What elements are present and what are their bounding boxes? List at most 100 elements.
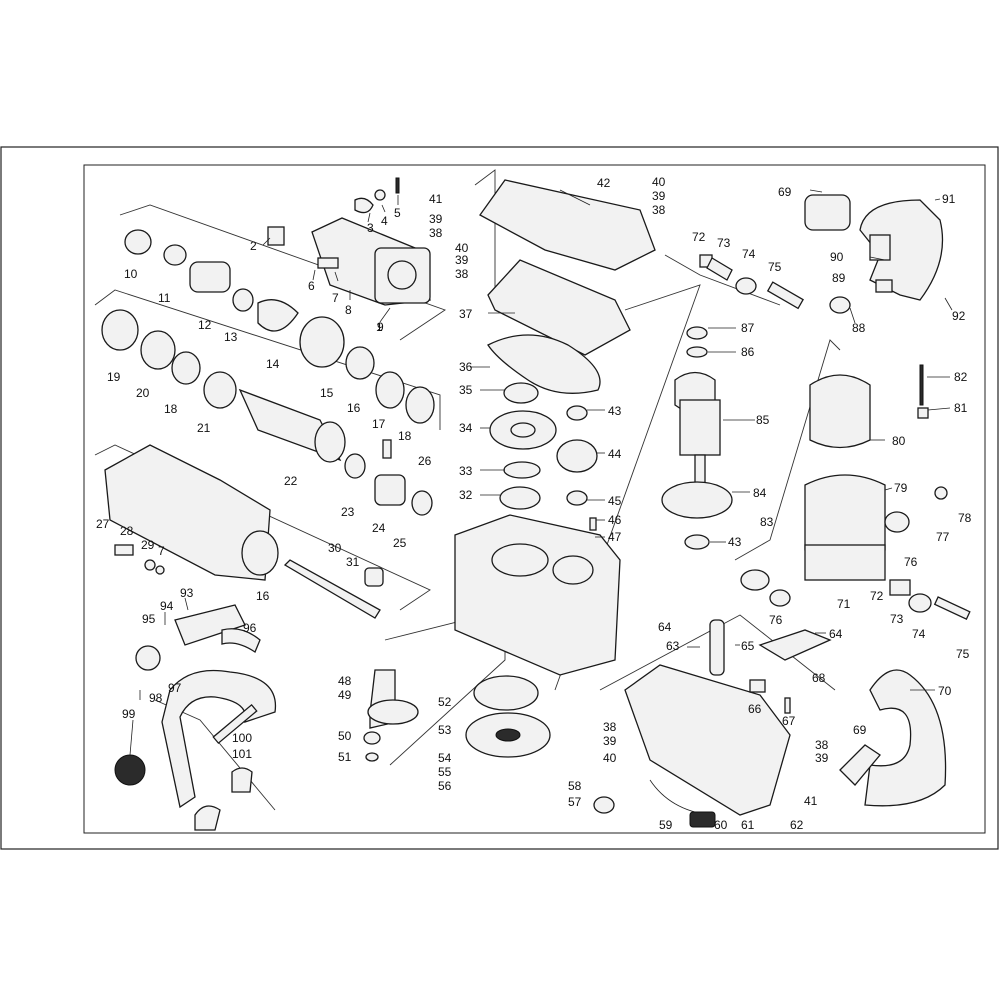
label-28: 28: [120, 524, 134, 538]
label-55: 55: [438, 765, 452, 779]
label-16b: 16: [256, 589, 270, 603]
parts: [101, 177, 971, 831]
label-69b: 69: [778, 185, 792, 199]
label-17: 17: [372, 417, 386, 431]
label-63: 63: [666, 639, 680, 653]
label-48: 48: [338, 674, 352, 688]
label-67: 67: [782, 714, 796, 728]
label-39b: 39: [455, 253, 469, 267]
label-45: 45: [608, 494, 622, 508]
label-73a: 73: [717, 236, 731, 250]
label-9: 9: [377, 320, 384, 334]
label-18: 18: [398, 429, 412, 443]
label-60: 60: [714, 818, 728, 832]
label-74b: 74: [912, 627, 926, 641]
label-71: 71: [837, 597, 851, 611]
label-24: 24: [372, 521, 386, 535]
label-99: 99: [122, 707, 136, 721]
group-outlines: [94, 169, 841, 811]
label-39e: 39: [815, 751, 829, 765]
label-75a: 75: [768, 260, 782, 274]
label-72b: 72: [870, 589, 884, 603]
label-19: 19: [107, 370, 121, 384]
label-41a: 41: [429, 192, 443, 206]
label-59: 59: [659, 818, 673, 832]
label-81: 81: [954, 401, 968, 415]
label-52: 52: [438, 695, 452, 709]
label-84: 84: [753, 486, 767, 500]
label-40a: 40: [455, 241, 469, 255]
label-94: 94: [160, 599, 174, 613]
label-100: 100: [232, 731, 252, 745]
label-68: 68: [812, 671, 826, 685]
label-20: 20: [136, 386, 150, 400]
label-69a: 69: [853, 723, 867, 737]
label-43b: 43: [728, 535, 742, 549]
label-88: 88: [852, 321, 866, 335]
label-32: 32: [459, 488, 473, 502]
label-18b: 18: [164, 402, 178, 416]
label-85: 85: [756, 413, 770, 427]
label-65: 65: [741, 639, 755, 653]
label-77: 77: [936, 530, 950, 544]
label-62: 62: [790, 818, 804, 832]
label-40b: 40: [652, 175, 666, 189]
leader-lines: [129, 189, 953, 756]
label-38c: 38: [652, 203, 666, 217]
label-35: 35: [459, 383, 473, 397]
inner-frame: [83, 164, 986, 834]
label-70: 70: [938, 684, 952, 698]
label-43a: 43: [608, 404, 622, 418]
label-89: 89: [832, 271, 846, 285]
label-23: 23: [341, 505, 355, 519]
label-7: 7: [332, 291, 339, 305]
label-38e: 38: [815, 738, 829, 752]
label-27: 27: [96, 517, 110, 531]
label-16: 16: [347, 401, 361, 415]
label-66: 66: [748, 702, 762, 716]
label-76b: 76: [904, 555, 918, 569]
label-64b: 64: [829, 627, 843, 641]
label-33: 33: [459, 464, 473, 478]
label-58: 58: [568, 779, 582, 793]
outer-frame: [0, 146, 999, 850]
label-5: 5: [394, 206, 401, 220]
label-98: 98: [149, 691, 163, 705]
label-15: 15: [320, 386, 334, 400]
label-57: 57: [568, 795, 582, 809]
label-75b: 75: [956, 647, 970, 661]
label-51: 51: [338, 750, 352, 764]
label-34: 34: [459, 421, 473, 435]
label-74a: 74: [742, 247, 756, 261]
label-56: 56: [438, 779, 452, 793]
label-97: 97: [168, 681, 182, 695]
label-39c: 39: [652, 189, 666, 203]
label-86: 86: [741, 345, 755, 359]
label-82: 82: [954, 370, 968, 384]
label-38d: 38: [603, 720, 617, 734]
label-2: 2: [250, 239, 257, 253]
label-42: 42: [597, 176, 611, 190]
label-92: 92: [952, 309, 966, 323]
label-7b: 7: [158, 544, 165, 558]
label-25: 25: [393, 536, 407, 550]
label-36: 36: [459, 360, 473, 374]
label-38a: 38: [429, 226, 443, 240]
label-41b: 41: [804, 794, 818, 808]
label-10: 10: [124, 267, 138, 281]
label-14: 14: [266, 357, 280, 371]
label-13: 13: [224, 330, 238, 344]
label-1: 1: [376, 320, 383, 334]
label-12: 12: [198, 318, 212, 332]
label-72a: 72: [692, 230, 706, 244]
label-50: 50: [338, 729, 352, 743]
label-4: 4: [381, 214, 388, 228]
label-37: 37: [459, 307, 473, 321]
label-64a: 64: [658, 620, 672, 634]
label-87: 87: [741, 321, 755, 335]
label-39a: 39: [429, 212, 443, 226]
label-83: 83: [760, 515, 774, 529]
label-76a: 76: [769, 613, 783, 627]
label-21: 21: [197, 421, 211, 435]
